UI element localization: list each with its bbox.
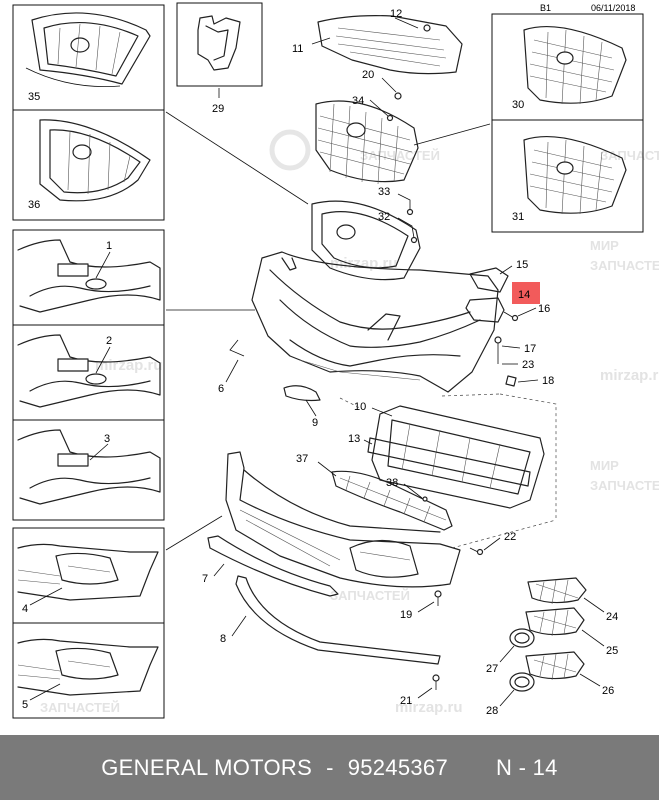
part-lower-bumper: 22 (165, 451, 516, 588)
callout-7: 7 (202, 573, 208, 585)
inset-box-3: 3 (12, 419, 165, 521)
part-10-13-absorber: 10 13 (348, 401, 545, 509)
footer-bar: GENERAL MOTORS - 95245367 N - 14 (0, 735, 659, 800)
watermark-text: ЗАПЧАСТЕЙ (590, 478, 659, 493)
parts-diagram: МИР ЗАПЧАСТЕЙ МИР ЗАПЧАСТЕЙ mirzap.ru mi… (12, 2, 659, 719)
callout-26: 26 (602, 685, 614, 697)
part-20-fastener: 20 (362, 69, 402, 100)
part-grille-frame (311, 200, 421, 281)
callout-17: 17 (524, 343, 536, 355)
callout-4: 4 (22, 603, 28, 615)
callout-35: 35 (28, 91, 40, 103)
part-grille-main: 34 (315, 95, 419, 185)
footer-separator: - (326, 754, 334, 780)
part-19-21-pins: 19 21 (400, 590, 442, 707)
watermark-text: ЗАПЧАСТЕЙ (600, 148, 659, 163)
highlight-box-14 (512, 282, 540, 304)
watermark-text: mirzap.ru (95, 357, 163, 374)
callout-10: 10 (354, 401, 366, 413)
callout-27: 27 (486, 663, 498, 675)
inset-box-30-31: 30 31 (491, 13, 644, 233)
callout-5: 5 (22, 699, 28, 711)
part-7-strip: 7 (202, 535, 339, 597)
part-37-38-lower-grille: 37 38 (296, 453, 453, 531)
callout-3: 3 (104, 433, 110, 445)
callout-29: 29 (212, 103, 224, 115)
callout-15: 15 (516, 259, 528, 271)
callout-1: 1 (106, 240, 112, 252)
watermark-text: МИР (590, 238, 619, 253)
callout-32: 32 (378, 211, 390, 223)
callout-34: 34 (352, 95, 364, 107)
footer-brand: GENERAL MOTORS (101, 754, 313, 780)
callout-12: 12 (390, 8, 402, 20)
inset-box-35: 35 (12, 4, 165, 111)
part-24-fog-cover: 24 (527, 577, 618, 623)
callout-16: 16 (538, 303, 550, 315)
inset-box-1: 1 (12, 229, 165, 326)
footer-page: N - 14 (496, 754, 558, 780)
callout-28: 28 (486, 705, 498, 717)
callout-18: 18 (542, 375, 554, 387)
inset-box-5: 5 (12, 622, 165, 719)
part-26-28-fog-bezel: 26 28 (486, 651, 614, 717)
watermark-text: ЗАПЧАСТЕЙ (590, 258, 659, 273)
diagram-code: B1 (540, 3, 551, 13)
callout-13: 13 (348, 433, 360, 445)
callout-25: 25 (606, 645, 618, 657)
callout-6: 6 (218, 383, 224, 395)
callout-14: 14 (518, 289, 530, 301)
part-8-trim: 8 (220, 575, 441, 665)
part-brackets-14-15-16: 15 14 16 (465, 259, 550, 323)
callout-31: 31 (512, 211, 524, 223)
callout-21: 21 (400, 695, 412, 707)
part-25-27-fog-bezel: 25 27 (486, 607, 618, 675)
part-33-32-screws: 33 32 (378, 186, 418, 244)
callout-33: 33 (378, 186, 390, 198)
callout-11: 11 (292, 43, 303, 55)
watermark-text: mirzap.ru (600, 367, 659, 384)
part-17-23-18: 17 23 18 (494, 336, 554, 387)
watermark-text: ЗАПЧАСТЕЙ (360, 148, 440, 163)
callout-19: 19 (400, 609, 412, 621)
callout-37: 37 (296, 453, 308, 465)
inset-box-29: 29 (176, 2, 263, 115)
watermark-text: ЗАПЧАСТЕЙ (330, 588, 410, 603)
callout-36: 36 (28, 199, 40, 211)
callout-24: 24 (606, 611, 618, 623)
leader-box-35-36 (165, 111, 309, 205)
watermark-text: ЗАПЧАСТЕЙ (40, 700, 120, 715)
watermark-text: МИР (590, 458, 619, 473)
callout-20: 20 (362, 69, 374, 81)
callout-2: 2 (106, 335, 112, 347)
callout-8: 8 (220, 633, 226, 645)
part-bumper-fascia: 6 (218, 251, 499, 395)
callout-23: 23 (522, 359, 534, 371)
leader-box-30-31 (413, 123, 491, 146)
inset-box-4: 4 (12, 527, 165, 624)
dashed-guide-right (339, 393, 557, 518)
callout-9: 9 (312, 417, 318, 429)
part-9-reflector: 9 (283, 385, 321, 429)
watermark-text: mirzap.ru (395, 699, 463, 716)
callout-30: 30 (512, 99, 524, 111)
inset-box-36: 36 (12, 109, 165, 221)
part-11-upper-cover: 12 11 (292, 8, 463, 75)
callout-22: 22 (504, 531, 516, 543)
diagram-date: 06/11/2018 (591, 3, 635, 13)
callout-38: 38 (386, 477, 398, 489)
footer-part-number: 95245367 (347, 754, 448, 780)
